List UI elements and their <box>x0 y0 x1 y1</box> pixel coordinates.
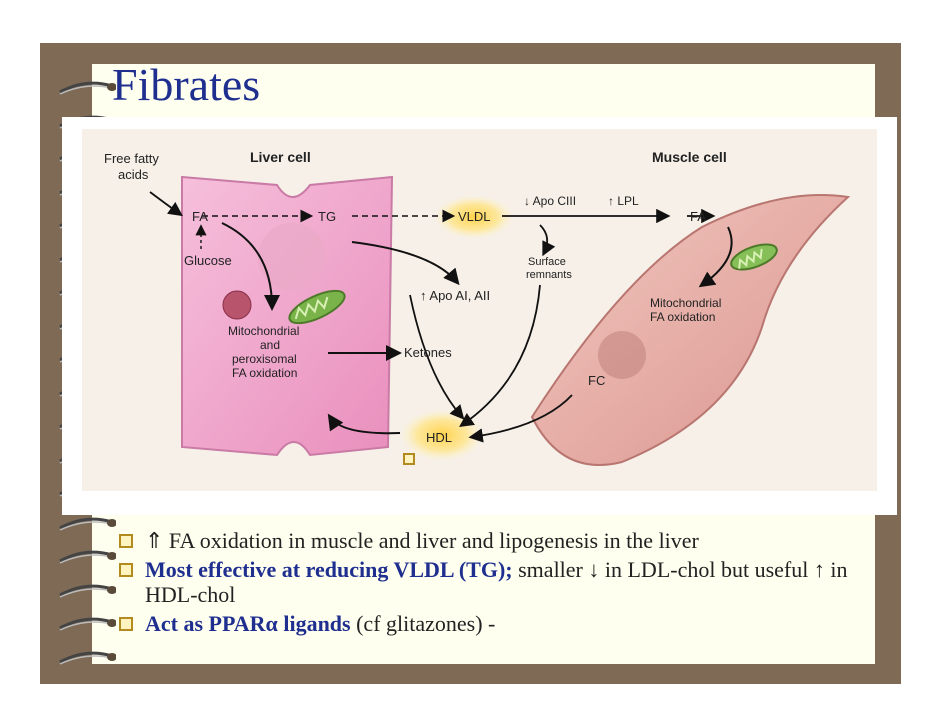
label-fa-liver: FA <box>192 209 208 224</box>
peroxisome-icon <box>222 290 252 320</box>
label-fc: FC <box>588 373 605 388</box>
bullet-item: Most effective at reducing VLDL (TG); sm… <box>117 557 857 607</box>
bullet-text: (cf glitazones) - <box>350 611 496 636</box>
bullet-box-icon <box>119 534 133 548</box>
label-muscle-cell: Muscle cell <box>652 149 727 165</box>
binding-ring <box>59 517 116 531</box>
label-mito-muscle-2: FA oxidation <box>650 310 715 324</box>
label-surface-remnants-2: remnants <box>526 269 572 281</box>
binding-ring <box>59 617 116 631</box>
bullet-text: smaller ↓ in LDL-chol but useful ↑ in HD… <box>145 557 848 607</box>
label-mito-perox-1: Mitochondrial <box>228 324 299 338</box>
diagram-bullet-box <box>403 453 415 465</box>
liver-cell-shape <box>181 175 394 457</box>
label-mito-muscle-1: Mitochondrial <box>650 296 721 310</box>
bullet-list: ⇑ FA oxidation in muscle and liver and l… <box>117 528 857 636</box>
bullet-item: ⇑ FA oxidation in muscle and liver and l… <box>117 528 857 553</box>
binding-ring <box>59 651 116 665</box>
mitochondrion-muscle-icon <box>730 243 778 271</box>
liver-nucleus <box>258 223 326 291</box>
label-free-fatty-acids-2: acids <box>118 167 149 182</box>
diagram-svg: Free fatty acids Liver cell Muscle cell … <box>82 129 877 491</box>
slide-title: Fibrates <box>112 59 261 110</box>
label-mito-perox-3: peroxisomal <box>232 352 297 366</box>
binding-ring <box>59 81 116 95</box>
muscle-cell-shape <box>530 194 851 466</box>
label-glucose: Glucose <box>184 253 232 268</box>
label-ketones: Ketones <box>404 345 452 360</box>
label-lpl: ↑ LPL <box>608 194 639 208</box>
bullet-box-icon <box>119 563 133 577</box>
muscle-nucleus <box>598 331 646 379</box>
label-apo-ai-aii: ↑ Apo AI, AII <box>420 288 490 303</box>
label-liver-cell: Liver cell <box>250 149 311 165</box>
label-surface-remnants-1: Surface <box>528 256 566 268</box>
label-tg: TG <box>318 209 336 224</box>
bullet-text: ⇑ FA oxidation in muscle and liver and l… <box>145 528 699 553</box>
binding-ring <box>59 584 116 598</box>
fibrates-diagram: Free fatty acids Liver cell Muscle cell … <box>62 117 897 515</box>
label-free-fatty-acids-1: Free fatty <box>104 151 159 166</box>
bullet-box-icon <box>119 617 133 631</box>
label-vldl: VLDL <box>458 209 491 224</box>
label-hdl: HDL <box>426 430 452 445</box>
label-mito-perox-2: and <box>260 338 280 352</box>
bullet-strong: Most effective at reducing VLDL (TG); <box>145 557 513 582</box>
binding-ring <box>59 550 116 564</box>
vldl-highlight <box>434 195 514 239</box>
label-mito-perox-4: FA oxidation <box>232 366 297 380</box>
bullet-strong: Act as PPARα ligands <box>145 611 351 636</box>
bullet-item: Act as PPARα ligands (cf glitazones) - <box>117 611 857 636</box>
label-apo-ciii: ↓ Apo CIII <box>524 194 576 208</box>
label-fa-muscle: FA <box>690 209 706 224</box>
mitochondrion-liver-icon <box>288 289 346 325</box>
